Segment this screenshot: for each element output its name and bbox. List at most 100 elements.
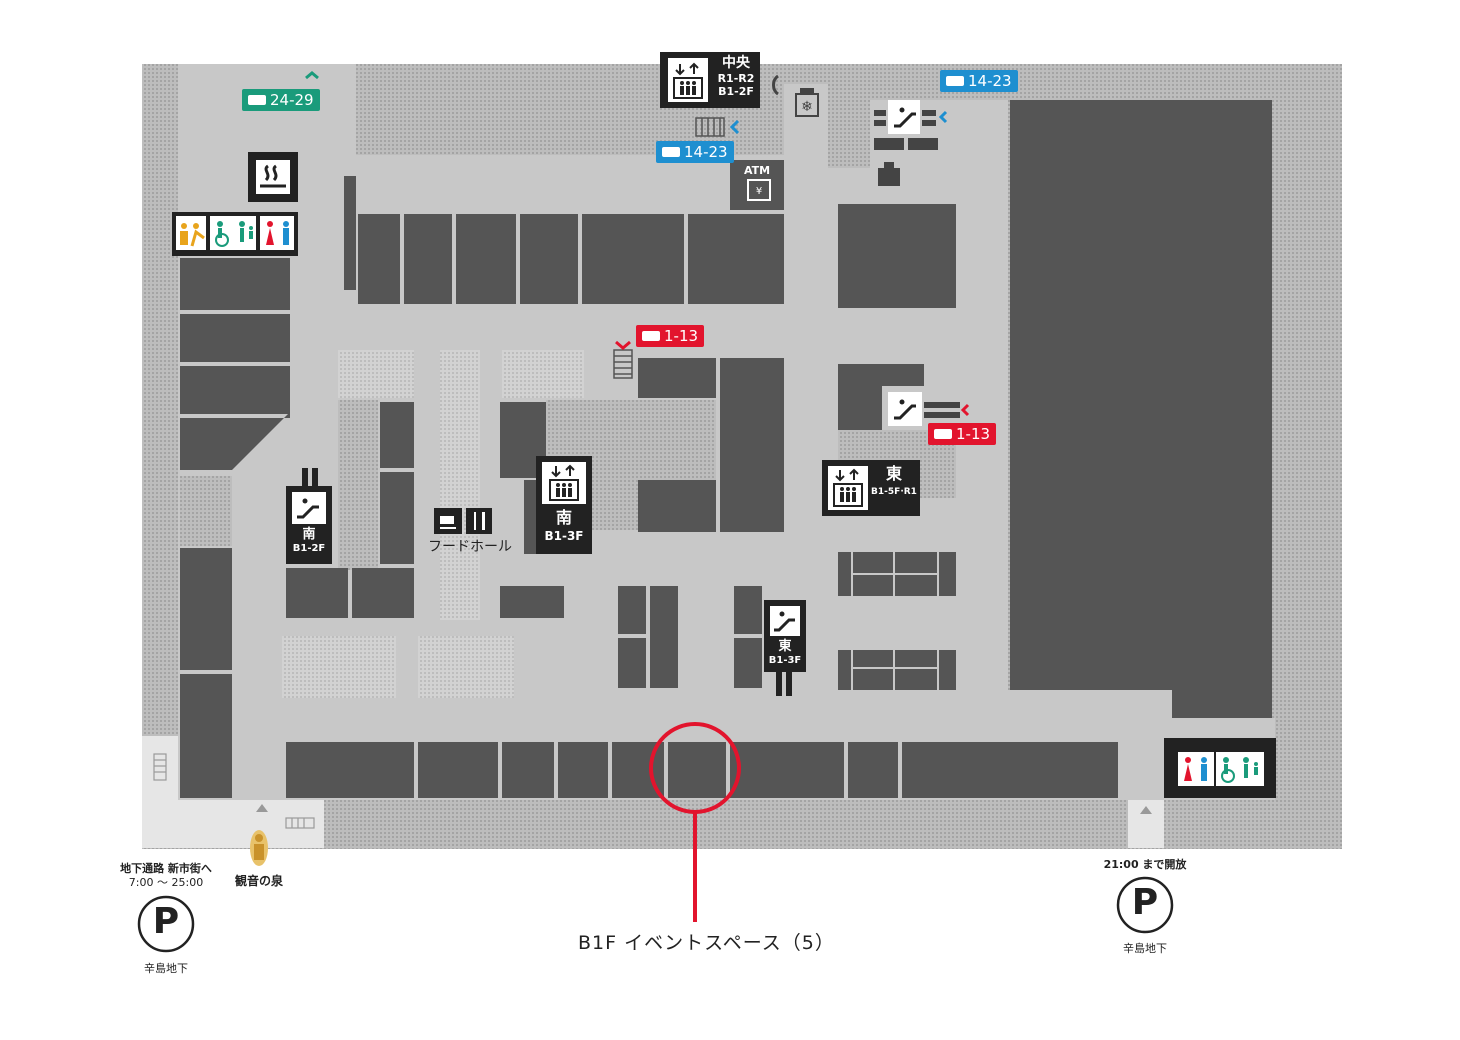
shop-block [902, 742, 1118, 798]
shop-block [618, 586, 646, 634]
escalator-icon [297, 505, 319, 519]
parking-left-symbol[interactable]: P [152, 901, 180, 942]
parking-left-icon [137, 895, 195, 953]
stairs-icon [695, 117, 725, 137]
shop-block [838, 364, 924, 430]
shop-block [180, 314, 290, 362]
parking-left-note-1: 地下通路 新市街へ [120, 862, 212, 875]
bus-stop-1-13-east[interactable]: 1-13 [928, 423, 997, 445]
bus-stop-label: 14-23 [684, 143, 728, 161]
arrow-up-icon [256, 804, 268, 812]
shop-block [380, 472, 414, 564]
shop-block [618, 638, 646, 688]
shop-block [582, 214, 684, 304]
accessible-toilet-icon [217, 221, 253, 242]
shop-block [404, 214, 452, 304]
shop-block [180, 258, 290, 310]
shop-block [380, 402, 414, 468]
parking-right-icon [1116, 876, 1174, 934]
shop-block [500, 586, 564, 618]
event-space-block [668, 742, 726, 798]
shop-block [638, 358, 716, 398]
central-elevator-name: 中央 [722, 55, 750, 71]
south-escalator-name: 南 [302, 527, 316, 542]
parking-right-name: 辛島地下 [1123, 942, 1167, 955]
south-elevator-name: 南 [555, 508, 572, 527]
shop-block [720, 358, 784, 532]
elevator-icon [673, 62, 703, 99]
bus-icon [248, 95, 266, 105]
arrow-up-icon [1140, 806, 1152, 814]
atm-label: ATM [743, 164, 771, 177]
atm-icon [747, 179, 771, 201]
bus-stop-label: 24-29 [270, 91, 314, 109]
east-escalator-name: 東 [778, 639, 792, 654]
central-elevator-floors-2: B1-2F [718, 85, 754, 98]
stairs-icon [613, 349, 633, 379]
restaurant-icon [466, 508, 492, 534]
elevator-icon [833, 468, 863, 507]
event-space-label[interactable]: B1F イベントスペース（5） [578, 932, 835, 954]
toilet-icon [1184, 757, 1207, 781]
svg-text:❄: ❄ [801, 99, 813, 115]
svg-text:¥: ¥ [756, 186, 762, 197]
shop-block [180, 412, 290, 470]
parking-left-note-2: 7:00 〜 25:00 [128, 875, 204, 889]
toilet-icon [266, 221, 289, 245]
bus-icon [662, 147, 680, 157]
shop-block [838, 204, 956, 308]
chevron-down-icon [615, 340, 631, 350]
east-elevator-floors: B1-5F·R1 [871, 487, 917, 497]
chevron-up-icon [305, 71, 319, 80]
parking-left-name: 辛島地下 [144, 962, 188, 975]
bus-icon [946, 76, 964, 86]
department-store-block [1010, 100, 1272, 690]
bus-icon [934, 429, 952, 439]
bus-stop-14-23-mid[interactable]: 14-23 [656, 141, 734, 163]
shop-block [180, 366, 290, 414]
luggage-icon [878, 168, 900, 186]
shop-block [456, 214, 516, 304]
chevron-left-icon [938, 110, 948, 124]
phone-icon [772, 74, 779, 96]
food-hall-label: フードホール [428, 539, 512, 555]
bus-stop-24-29[interactable]: 24-29 [242, 89, 320, 111]
chevron-left-icon [729, 119, 740, 135]
shop-block [180, 548, 232, 670]
shop-block [688, 214, 784, 304]
shop-block [502, 742, 554, 798]
shop-block [730, 742, 844, 798]
bus-stop-label: 1-13 [956, 425, 991, 443]
central-elevator-floors-1: R1-R2 [717, 72, 755, 85]
bus-stop-1-13-center[interactable]: 1-13 [636, 325, 705, 347]
nursing-room-icon [181, 223, 187, 229]
escalator-icon [888, 100, 920, 134]
shop-block [558, 742, 608, 798]
stairs-icon [153, 753, 315, 829]
smoking-icon [260, 164, 286, 188]
shop-block [418, 742, 498, 798]
shop-block [734, 586, 762, 634]
shop-block [286, 568, 348, 618]
shop-block [838, 650, 956, 690]
shop-block [520, 214, 578, 304]
bus-stop-14-23-top[interactable]: 14-23 [940, 70, 1018, 92]
escalator-icon [888, 392, 922, 426]
parking-right-note: 21:00 まで開放 [1103, 858, 1187, 871]
elevator-icon [549, 464, 579, 501]
bus-stop-label: 1-13 [664, 327, 699, 345]
bus-stop-label: 14-23 [968, 72, 1012, 90]
accessible-toilet-icon [1223, 757, 1258, 778]
shop-block [180, 674, 232, 798]
shop-block [650, 586, 678, 688]
parking-right-symbol[interactable]: P [1131, 882, 1159, 923]
shop-block [734, 638, 762, 688]
bus-icon [642, 331, 660, 341]
chevron-left-icon [960, 403, 970, 417]
shop-block [638, 480, 716, 532]
south-elevator-floors: B1-3F [544, 529, 584, 543]
shop-block [352, 568, 414, 618]
escalator-icon [774, 618, 795, 632]
atm-sign [730, 160, 784, 210]
